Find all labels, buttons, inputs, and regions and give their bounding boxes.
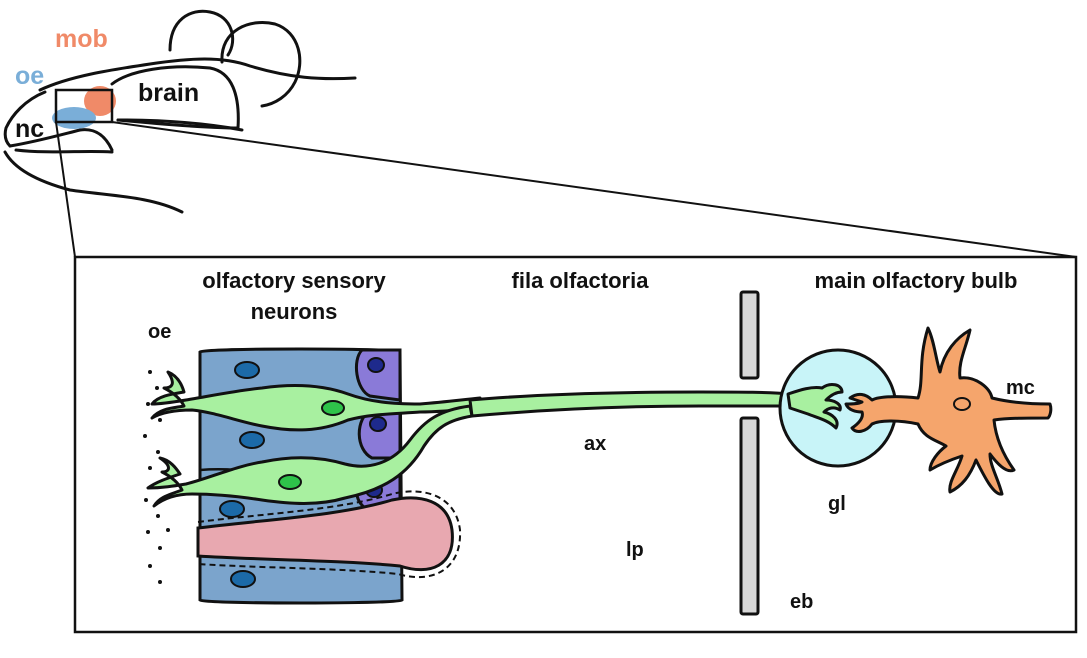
mob-label: mob — [55, 25, 108, 53]
lp-label: lp — [626, 539, 644, 561]
ethmoid-bone — [739, 290, 760, 616]
mob-region — [84, 86, 116, 116]
sensory-neurons — [146, 370, 844, 508]
supporting-cell-1 — [354, 348, 402, 402]
mouse-head-sketch — [3, 9, 357, 214]
brain-label: brain — [138, 79, 199, 107]
zoom-box — [54, 88, 114, 124]
osn-label-line1: olfactory sensory — [202, 268, 386, 293]
nasal-floor-outline — [14, 148, 114, 154]
ear-back-outline — [168, 9, 235, 57]
brain-base-line — [116, 118, 244, 132]
ethmoid-bone-lower — [739, 416, 760, 616]
axon-bundle — [468, 390, 794, 418]
bowmans-gland-lining — [197, 490, 462, 579]
mc-label: mc — [1006, 377, 1035, 399]
epithelial-nuclei — [219, 361, 265, 588]
gl-label: gl — [828, 493, 846, 515]
zoom-line-left — [55, 121, 76, 258]
brain-outline — [110, 65, 240, 130]
snout-outline — [3, 90, 47, 148]
oe-inset-label: oe — [148, 321, 171, 343]
ear-front-outline — [220, 21, 302, 108]
bowmans-gland — [196, 496, 454, 572]
mitral-cell — [844, 326, 1053, 496]
osn-label-line2: neurons — [251, 299, 338, 324]
head-top-outline — [38, 57, 357, 92]
oe-region — [52, 107, 96, 129]
main-olfactory-bulb-label: main olfactory bulb — [815, 268, 1018, 293]
fila-olfactoria-label: fila olfactoria — [512, 268, 650, 293]
nc-label: nc — [15, 115, 44, 143]
inset-frame — [73, 255, 1078, 634]
zoom-line-right — [111, 121, 1077, 258]
ethmoid-bone-upper — [739, 290, 760, 380]
ax-label: ax — [584, 433, 606, 455]
eb-label: eb — [790, 591, 813, 613]
nasal-cavity-outline — [8, 128, 114, 152]
axon-terminal-top — [786, 383, 844, 430]
jaw-outline — [3, 150, 184, 214]
sensory-neuron-2 — [146, 404, 474, 508]
sensory-neuron-nuclei — [278, 400, 345, 490]
oe-head-label: oe — [15, 62, 44, 90]
mitral-cell-nucleus — [953, 397, 971, 411]
